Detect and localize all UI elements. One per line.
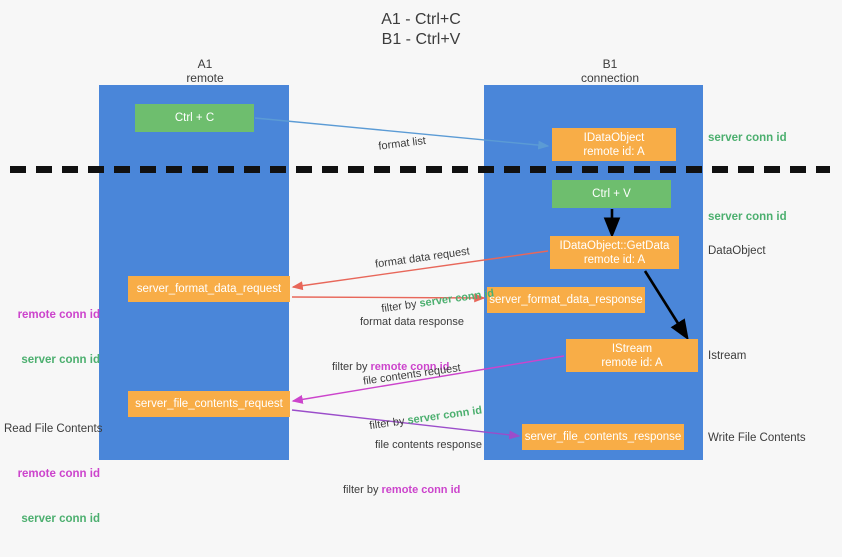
filter-value-remote-conn-id: remote conn id — [370, 361, 450, 373]
phase-divider — [10, 166, 830, 173]
annotation-read-file-contents: Read File Contents — [4, 423, 103, 435]
node-ctrl-v-label: Ctrl + V — [592, 188, 631, 200]
node-istream-line1: IStream — [611, 342, 653, 355]
filter-prefix: filter by — [343, 484, 382, 496]
edge-label-file-contents-response-filter: filter by remote conn id — [343, 483, 482, 498]
node-getdata-line2: remote id: A — [583, 253, 646, 266]
edge-label-file-contents-response: file contents response filter by remote … — [343, 408, 482, 528]
node-server-format-data-request-label: server_format_data_request — [136, 283, 282, 295]
annotation-write-file-contents: Write File Contents — [708, 432, 806, 444]
node-server-file-contents-response[interactable]: server_file_contents_response — [522, 424, 684, 450]
annotation-istream: Istream — [708, 350, 747, 362]
node-server-file-contents-response-label: server_file_contents_response — [524, 431, 682, 443]
column-header-a1: A1 remote — [186, 57, 224, 85]
node-idataobject[interactable]: IDataObject remote id: A — [552, 128, 676, 161]
edge-label-file-contents-response-text: file contents response — [375, 439, 483, 451]
node-ctrl-c-label: Ctrl + C — [174, 112, 215, 124]
node-idataobject-getdata[interactable]: IDataObject::GetData remote id: A — [550, 236, 679, 269]
annotation-read-file-contents-group: Read File Contents remote conn id server… — [4, 392, 103, 557]
annotation-remote-conn-id: remote conn id — [17, 468, 100, 480]
annotation-server-conn-id-mid: server conn id — [708, 211, 787, 223]
annotation-conn-ids-format: remote conn id server conn id — [8, 278, 100, 398]
node-istream[interactable]: IStream remote id: A — [566, 339, 698, 372]
node-idataobject-line1: IDataObject — [583, 131, 645, 144]
node-istream-line2: remote id: A — [601, 356, 663, 369]
node-server-format-data-response-label: server_format_data_response — [489, 294, 643, 306]
filter-value-remote-conn-id: remote conn id — [381, 484, 461, 496]
annotation-server-conn-id-top: server conn id — [708, 132, 787, 144]
edge-label-format-data-response-text: format data response — [360, 316, 464, 328]
annotation-dataobject: DataObject — [708, 245, 766, 257]
node-server-file-contents-request-label: server_file_contents_request — [135, 398, 283, 410]
node-ctrl-v[interactable]: Ctrl + V — [552, 180, 671, 208]
filter-prefix: filter by — [332, 361, 371, 373]
node-server-file-contents-request[interactable]: server_file_contents_request — [128, 391, 290, 417]
annotation-server-conn-id: server conn id — [21, 354, 100, 366]
node-idataobject-line2: remote id: A — [583, 145, 645, 158]
diagram-canvas: A1 - Ctrl+C B1 - Ctrl+V A1 remote B1 con… — [4, 11, 830, 525]
edge-label-format-data-request-text: format data request — [374, 245, 471, 271]
node-server-format-data-response[interactable]: server_format_data_response — [487, 287, 645, 313]
edge-label-format-data-response-filter: filter by remote conn id — [332, 360, 464, 375]
node-server-format-data-request[interactable]: server_format_data_request — [128, 276, 290, 302]
column-header-b1: B1 connection — [580, 57, 640, 85]
node-getdata-line1: IDataObject::GetData — [559, 239, 670, 252]
edge-label-file-contents-request-text: file contents request — [362, 361, 462, 388]
edge-label-format-data-response: format data response filter by remote co… — [332, 285, 464, 405]
node-ctrl-c[interactable]: Ctrl + C — [135, 104, 254, 132]
edge-label-format-list-text: format list — [377, 134, 427, 153]
annotation-remote-conn-id: remote conn id — [17, 309, 100, 321]
page-title: A1 - Ctrl+C B1 - Ctrl+V — [381, 11, 461, 48]
annotation-server-conn-id: server conn id — [21, 513, 100, 525]
